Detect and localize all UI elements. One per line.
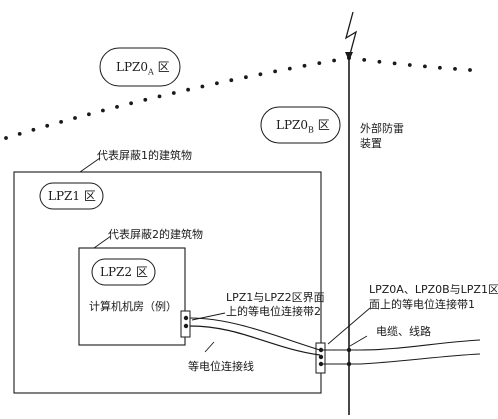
cable-wire-upper: [189, 317, 481, 351]
bonding-bar1-label-line1: LPZ0A、LPZ0B与LPZ1区界: [369, 283, 498, 296]
lpz0b-zone-capsule: [260, 106, 341, 144]
junction-dot: [183, 315, 189, 321]
boundary-dot: [392, 61, 397, 66]
lightning-bolt-icon: [344, 11, 358, 59]
boundary-dot: [200, 84, 205, 89]
bonding-conductor-label: 等电位连接线: [188, 360, 254, 373]
boundary-dot: [4, 136, 8, 140]
boundary-dot: [453, 67, 457, 71]
cable-label: 电缆、线路: [376, 325, 431, 338]
junction-dot: [183, 323, 189, 329]
leader-cable: [349, 335, 368, 347]
junction-dot: [318, 347, 324, 353]
leader-bar2: [191, 312, 226, 321]
boundary-dot: [101, 108, 105, 113]
boundary-dot: [273, 69, 277, 74]
junction-dot: [346, 361, 352, 367]
building1-label: 代表屏蔽1的建筑物: [97, 149, 192, 162]
lpz0a-label: LPZ0A 区: [116, 60, 170, 77]
leader-bar1: [327, 307, 371, 345]
bonding-bar2-label-line1: LPZ1与LPZ2区界面: [226, 291, 325, 304]
boundary-dot: [317, 61, 322, 65]
boundary-dot: [347, 56, 351, 60]
boundary-dot: [59, 120, 63, 124]
lpz2-label: LPZ2 区: [100, 265, 148, 279]
bonding-bar2-label-line2: 上的等电位连接带2: [226, 305, 321, 318]
boundary-dot: [468, 68, 472, 72]
boundary-dot: [171, 91, 176, 95]
lpz0a-zone-capsule: [99, 47, 181, 87]
lpz1-zone-capsule: [39, 182, 104, 210]
boundary-dot: [31, 127, 36, 132]
boundary-dot: [332, 58, 336, 63]
lpz0-boundary-right: [347, 56, 472, 72]
building1-shield: [13, 171, 322, 394]
boundary-dot: [244, 75, 248, 80]
boundary-dot: [229, 78, 234, 83]
cable-wire-lower: [320, 353, 481, 365]
boundary-dot: [423, 64, 427, 69]
boundary-dot: [87, 112, 91, 117]
leader-building2: [93, 235, 112, 249]
building2-shield: [78, 247, 186, 346]
boundary-dot: [362, 58, 367, 62]
boundary-dot: [115, 105, 119, 109]
boundary-dot: [17, 132, 22, 136]
building2-label: 代表屏蔽2的建筑物: [108, 228, 203, 241]
junction-dot: [346, 347, 352, 353]
boundary-dot: [129, 101, 134, 106]
lpz0b-label: LPZ0B 区: [276, 118, 330, 135]
boundary-dot: [377, 59, 382, 64]
boundary-dot: [438, 65, 442, 70]
bonding-conductor-leader: [204, 341, 215, 353]
boundary-dot: [258, 72, 263, 77]
lightning-protection-label-line2: 装置: [360, 137, 382, 150]
junction-dot: [318, 354, 324, 360]
lightning-protection-label-line1: 外部防雷: [360, 122, 404, 135]
boundary-dot: [157, 94, 162, 99]
boundary-dot: [143, 97, 148, 102]
lpz0-boundary-left: [4, 56, 351, 140]
lpz2-zone-capsule: [91, 258, 156, 286]
bonding-conductor-line: [189, 325, 321, 356]
junction-dot: [318, 361, 324, 367]
leader-building1: [79, 157, 101, 173]
boundary-dot: [215, 81, 219, 86]
boundary-dot: [73, 116, 77, 120]
lpz1-label: LPZ1 区: [48, 189, 96, 203]
bonding-bar1-label-line2: 面上的等电位连接带1: [369, 298, 475, 311]
boundary-dot: [407, 63, 412, 67]
boundary-dot: [45, 123, 50, 128]
boundary-dot: [287, 66, 292, 71]
computer-room-label: 计算机机房（例）: [89, 300, 177, 313]
boundary-dot: [302, 63, 307, 68]
boundary-dot: [186, 87, 191, 92]
